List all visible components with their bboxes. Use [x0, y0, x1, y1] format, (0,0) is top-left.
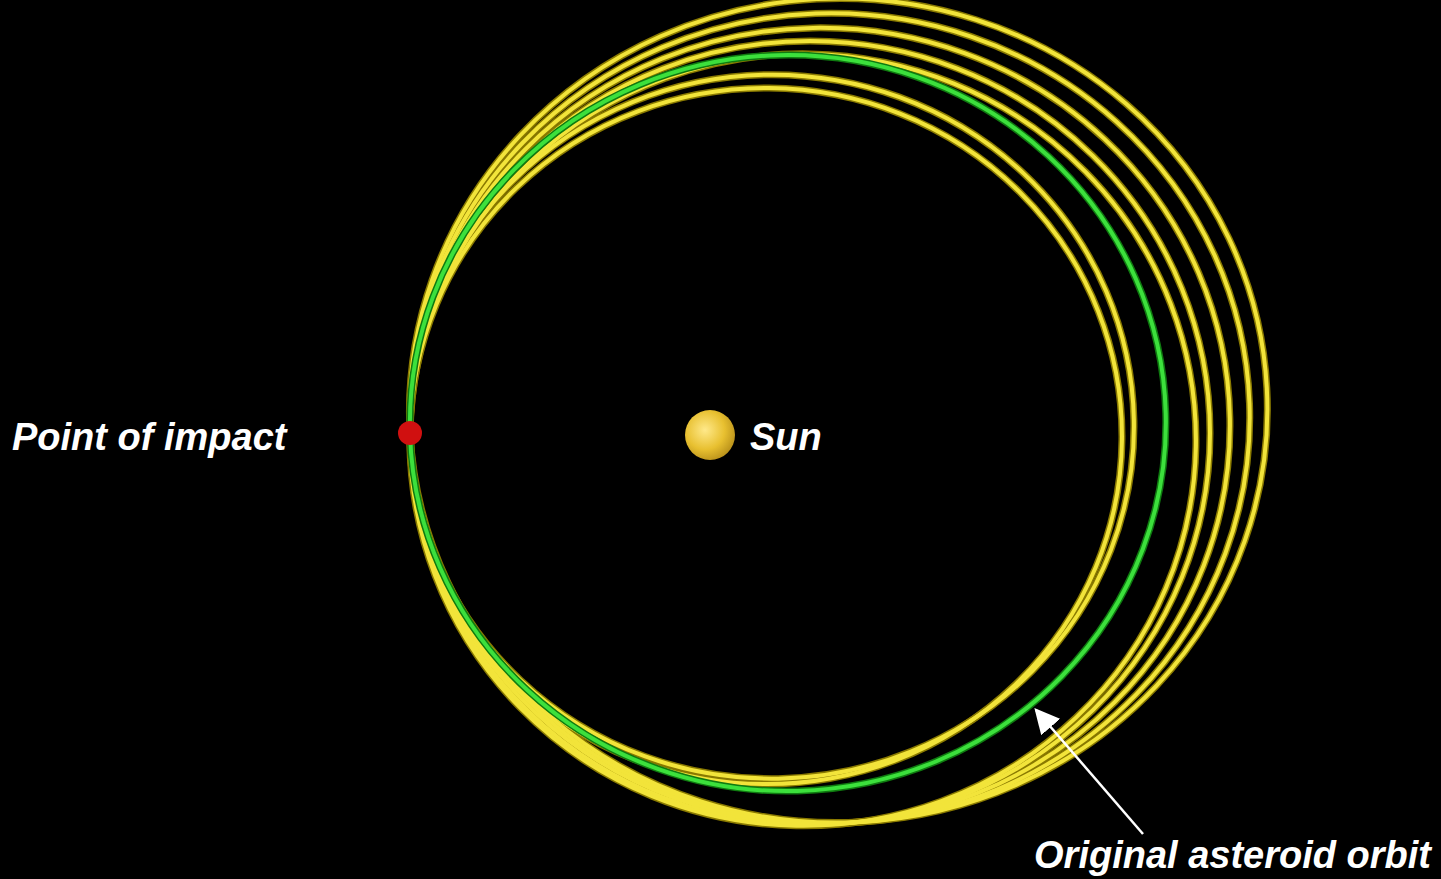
impact-label: Point of impact [12, 415, 286, 459]
sun-label: Sun [750, 415, 822, 459]
orbit-callout: Original asteroid orbit [1034, 833, 1431, 877]
